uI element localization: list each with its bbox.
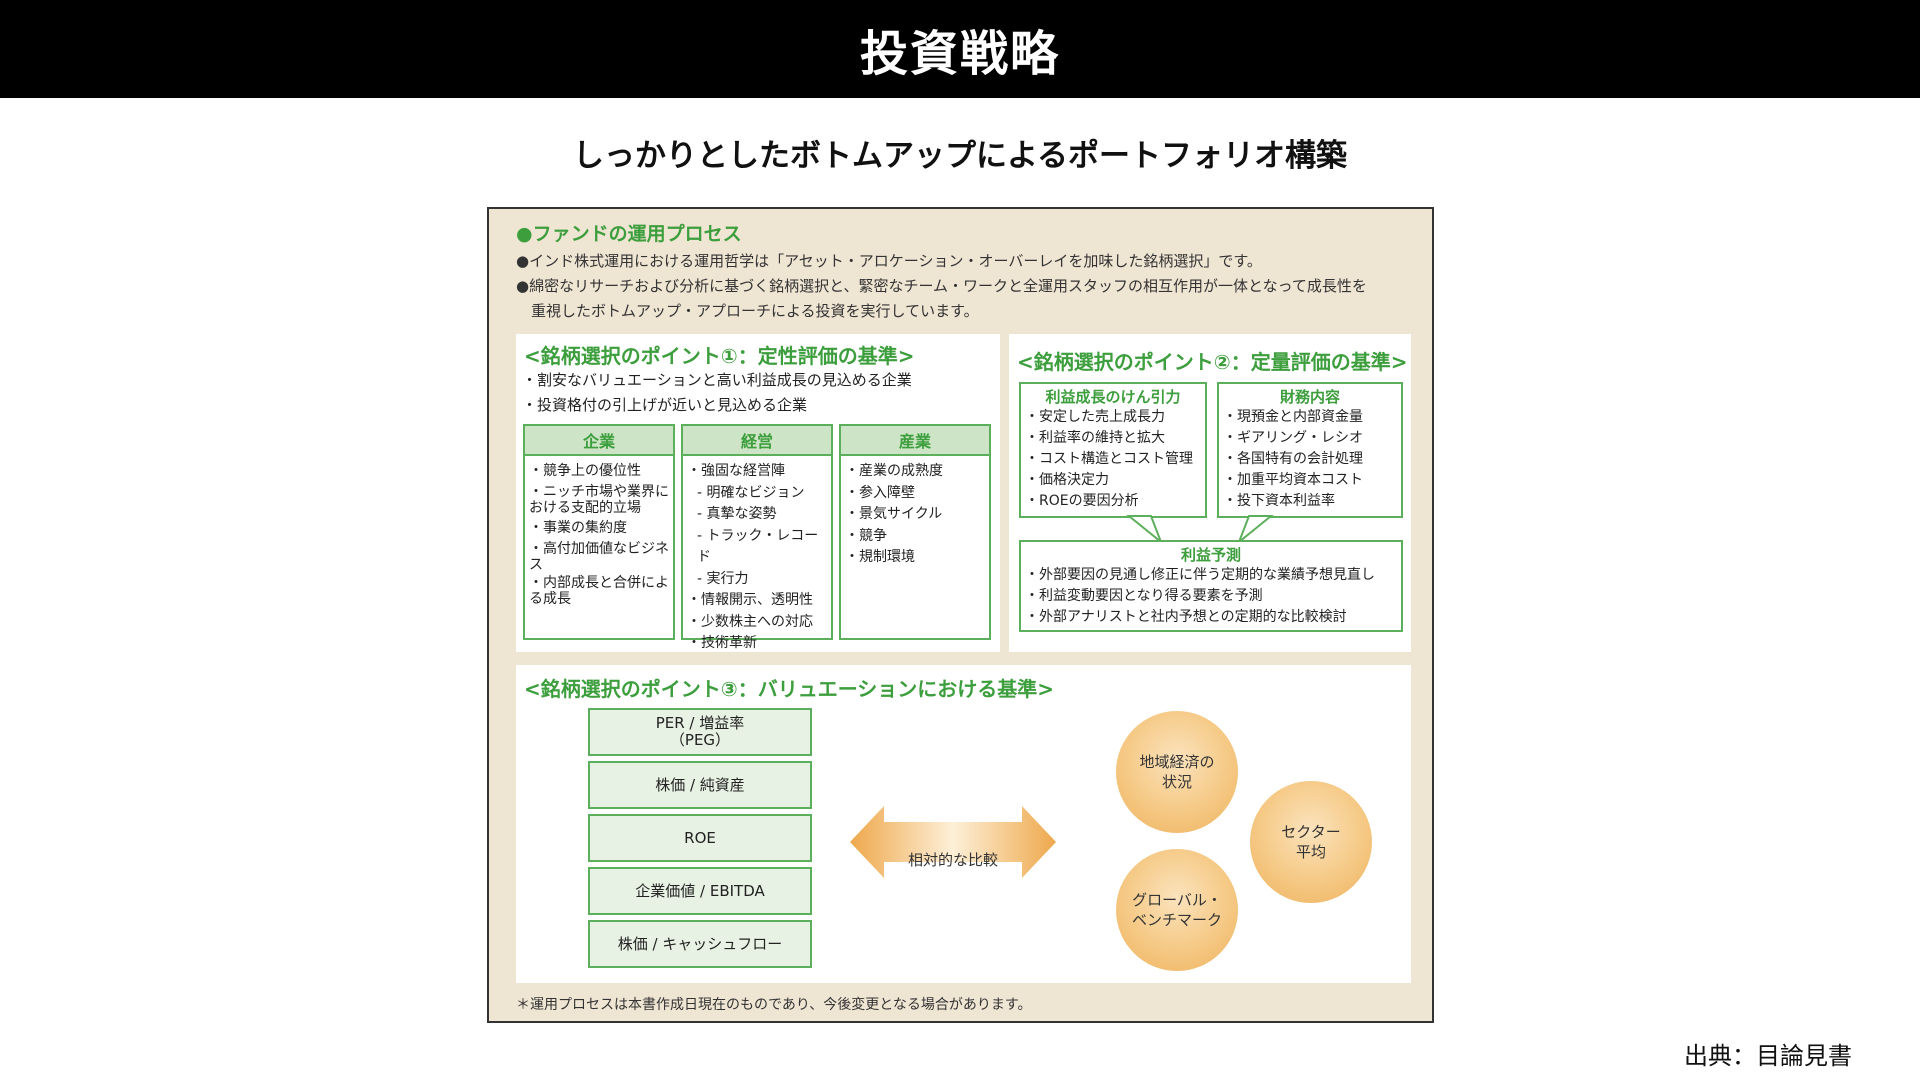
forecast-head: 利益予測 [1180, 546, 1241, 564]
list-item: ・情報開示、透明性 [687, 592, 813, 608]
intro-line-2: ●綿密なリサーチおよび分析に基づく銘柄選択と、緊密なチーム・ワークと全運用スタッ… [516, 277, 1367, 295]
list-item: ・価格決定力 [1025, 472, 1109, 488]
column-industry: 産業 ・産業の成熟度 ・参入障壁 ・景気サイクル ・競争 ・規制環境 [839, 424, 991, 640]
list-item: ・加重平均資本コスト [1223, 472, 1363, 488]
circle-label: 地域経済の 状況 [1139, 753, 1215, 791]
intro-line-1: ●インド株式運用における運用哲学は「アセット・アロケーション・オーバーレイを加味… [516, 252, 1262, 270]
list-item: ・現預金と内部資金量 [1223, 409, 1363, 425]
point1-bullet: ・投資格付の引上げが近いと見込める企業 [522, 396, 808, 414]
list-item: ・事業の集約度 [529, 520, 627, 536]
page-title: 投資戦略 [859, 26, 1060, 82]
list-item: ・ニッチ市場や業界における支配的立場 [529, 484, 669, 516]
forecast-list: ・外部要因の見通し修正に伴う定期的な業績予想見直し ・利益変動要因となり得る要素… [1021, 565, 1401, 628]
circle-label: グローバル・ ベンチマーク [1131, 891, 1222, 929]
list-item: ・各国特有の会計処理 [1223, 451, 1363, 467]
column-list: ・強固な経営陣 - 明確なビジョン - 真摯な姿勢 - トラック・レコード - … [683, 456, 831, 655]
point2-box: <銘柄選択のポイント②：定量評価の基準> 利益成長のけん引力 ・安定した売上成長… [1009, 334, 1411, 652]
column-management: 経営 ・強固な経営陣 - 明確なビジョン - 真摯な姿勢 - トラック・レコード… [681, 424, 833, 651]
metric-pcfr: 株価 / キャッシュフロー [588, 920, 812, 968]
list-item: ・強固な経営陣 [687, 463, 785, 479]
list-item: ・ROEの要因分析 [1025, 493, 1139, 509]
source-label: 出典：目論見書 [1684, 1042, 1852, 1070]
point2-title: <銘柄選択のポイント②：定量評価の基準> [1017, 350, 1408, 374]
list-item: ・競争上の優位性 [529, 463, 641, 479]
metric-ebitda: 企業価値 / EBITDA [588, 867, 812, 915]
list-item: ・景気サイクル [845, 506, 943, 522]
left-pointer-icon [1126, 515, 1163, 544]
point1-box: <銘柄選択のポイント①：定性評価の基準> ・割安なバリュエーションと高い利益成長… [516, 334, 1000, 652]
right-pointer-icon [1237, 515, 1274, 544]
metric-roe: ROE [588, 814, 812, 862]
process-panel: ●ファンドの運用プロセス ●インド株式運用における運用哲学は「アセット・アロケー… [487, 207, 1434, 1023]
list-item: ・外部要因の見通し修正に伴う定期的な業績予想見直し [1025, 567, 1375, 583]
list-item: ・安定した売上成長力 [1025, 409, 1165, 425]
list-item: ・利益率の維持と拡大 [1025, 430, 1165, 446]
list-item: - トラック・レコード [697, 527, 819, 566]
process-title: ●ファンドの運用プロセス [516, 223, 742, 245]
circle-sector-average: セクター 平均 [1250, 781, 1372, 903]
list-item: ・ギアリング・レシオ [1223, 430, 1363, 446]
page-subtitle: しっかりとしたボトムアップによるポートフォリオ構築 [572, 138, 1348, 174]
point1-bullets: ・割安なバリュエーションと高い利益成長の見込める企業 ・投資格付の引上げが近いと… [522, 368, 912, 418]
list-item: ・参入障壁 [845, 484, 915, 501]
list-item: ・少数株主への対応 [687, 613, 813, 630]
list-item: - 実行力 [697, 570, 749, 587]
list-item: ・コスト構造とコスト管理 [1025, 451, 1193, 467]
circle-label: セクター 平均 [1281, 823, 1341, 861]
process-note: ＊運用プロセスは本書作成日現在のものであり、今後変更となる場合があります。 [516, 997, 1032, 1013]
column-head: 産業 [841, 426, 989, 456]
point1-title: <銘柄選択のポイント①：定性評価の基準> [524, 344, 915, 368]
list-item: ・規制環境 [845, 549, 915, 565]
list-item: ・内部成長と合併による成長 [529, 575, 669, 607]
list-item: ・高付加価値なビジネス [529, 541, 669, 573]
list-item: - 真摯な姿勢 [697, 506, 777, 522]
list-item: ・外部アナリストと社内予想との定期的な比較検討 [1025, 609, 1347, 625]
point1-bullet: ・割安なバリュエーションと高い利益成長の見込める企業 [522, 371, 912, 389]
list-item: - 明確なビジョン [697, 484, 805, 501]
column-company: 企業 ・競争上の優位性 ・ニッチ市場や業界における支配的立場 ・事業の集約度 ・… [523, 424, 675, 640]
finance-list: ・現預金と内部資金量 ・ギアリング・レシオ ・各国特有の会計処理 ・加重平均資本… [1219, 407, 1401, 512]
list-item: ・技術革新 [687, 635, 757, 651]
header-bar: 投資戦略 [0, 0, 1920, 98]
circle-global-benchmark: グローバル・ ベンチマーク [1116, 849, 1238, 971]
list-item: ・利益変動要因となり得る要素を予測 [1025, 588, 1263, 604]
growth-head: 利益成長のけん引力 [1045, 388, 1181, 406]
point3-title: <銘柄選択のポイント③：バリュエーションにおける基準> [524, 677, 1055, 701]
list-item: ・競争 [845, 527, 887, 544]
circle-regional-economy: 地域経済の 状況 [1116, 711, 1238, 833]
list-item: ・投下資本利益率 [1223, 493, 1335, 509]
growth-box: 利益成長のけん引力 ・安定した売上成長力 ・利益率の維持と拡大 ・コスト構造とコ… [1019, 382, 1207, 518]
column-head: 経営 [683, 426, 831, 456]
finance-head: 財務内容 [1279, 388, 1340, 406]
finance-box: 財務内容 ・現預金と内部資金量 ・ギアリング・レシオ ・各国特有の会計処理 ・加… [1217, 382, 1403, 518]
column-list: ・競争上の優位性 ・ニッチ市場や業界における支配的立場 ・事業の集約度 ・高付加… [525, 456, 673, 607]
converge-arrows [1126, 515, 1274, 544]
point3-box: <銘柄選択のポイント③：バリュエーションにおける基準> PER / 増益率 （P… [516, 665, 1411, 983]
growth-list: ・安定した売上成長力 ・利益率の維持と拡大 ・コスト構造とコスト管理 ・価格決定… [1021, 407, 1205, 512]
column-list: ・産業の成熟度 ・参入障壁 ・景気サイクル ・競争 ・規制環境 [841, 456, 989, 569]
column-head: 企業 [525, 426, 673, 456]
double-arrow-icon [850, 806, 1056, 878]
intro-line-3: 重視したボトムアップ・アプローチによる投資を実行しています。 [531, 302, 979, 320]
forecast-box: 利益予測 ・外部要因の見通し修正に伴う定期的な業績予想見直し ・利益変動要因とな… [1019, 540, 1403, 632]
metric-per: PER / 増益率 （PEG） [588, 708, 812, 756]
process-intro: ●インド株式運用における運用哲学は「アセット・アロケーション・オーバーレイを加味… [516, 249, 1416, 324]
arrow-label: 相対的な比較 [907, 851, 998, 869]
list-item: ・産業の成熟度 [845, 463, 943, 479]
metric-pbr: 株価 / 純資産 [588, 761, 812, 809]
